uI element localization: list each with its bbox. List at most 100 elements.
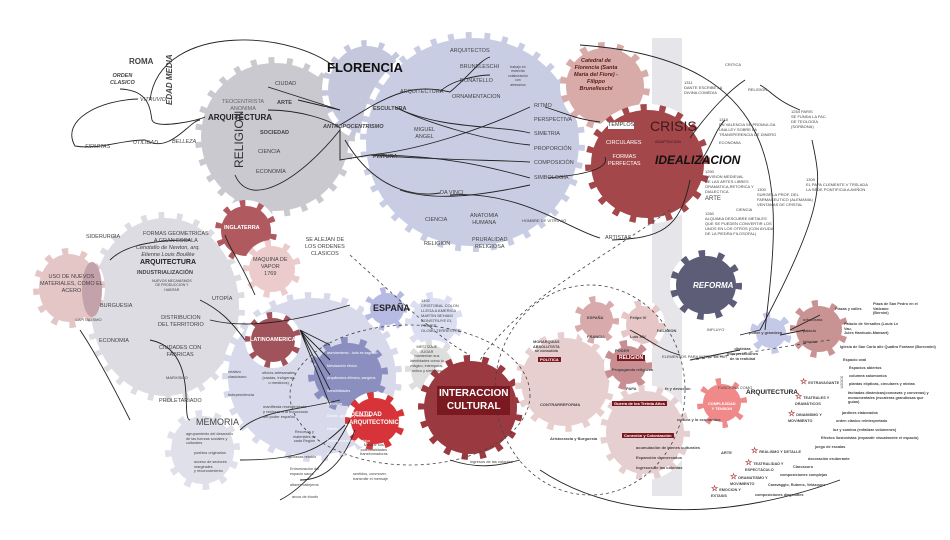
pueblos-label: pueblos originarios	[194, 451, 226, 455]
lat-item: Pintura mural o en retablos	[327, 439, 371, 444]
lat-item: Arquitectura efímera, sangrina	[327, 376, 376, 381]
feature-item: composiciones complejas	[780, 473, 828, 477]
lat-item: asentamiento - todo es sagrado	[327, 351, 378, 356]
guerra-tag: Guerra de los Treinta Años	[612, 401, 667, 406]
recursos-label: Recursos y materiales de cada Región	[293, 430, 316, 444]
economia-timeline-label: ECONOMIA	[719, 140, 741, 145]
edad-media-label: EDAD MEDIA	[165, 54, 174, 105]
star-label: TEATRALIDAD Y ESPECTÁCULO	[745, 462, 784, 472]
aristocracia-label: Aristocracia y Burguesía	[550, 436, 598, 441]
sentidos-label: sentidos, conmover, transmitir el mensaj…	[353, 472, 389, 481]
event-1254: 1254 PARIS SE FUNDA LA FAC. DE TEOLOGÍA …	[791, 109, 827, 129]
formas-geometricas-label: FORMAS GEOMETRICAS A GRAN ESCALA	[143, 231, 209, 244]
sociedad-label: SOCIEDAD	[260, 130, 290, 136]
lat-item: Escultura	[327, 401, 342, 406]
feature-item: Espacio oval	[843, 358, 867, 362]
arquitectura-barroco-label: ARQUITECTURA	[746, 389, 798, 396]
inglaterra-label: INGLATERRA	[224, 225, 260, 231]
guerra-circle	[600, 385, 690, 480]
entronizacion-label: Entronización del espacio sacro	[290, 467, 320, 476]
formas-perfectas-label: FORMAS PERFECTAS	[608, 154, 641, 167]
orden-clasico-label: ORDEN CLASICO	[110, 73, 135, 86]
crisis-label: CRISIS	[650, 118, 697, 134]
contrarreforma-label: CONTRARREFORMA	[540, 402, 581, 407]
event-1311: 1311 DANTE ESCRIBE LA DIVINA COMEDIA	[684, 80, 723, 95]
oficios-label: oficios artesanales (castas, indígenas o…	[262, 370, 296, 385]
capitalismo-label: CAPITALISMO	[75, 317, 102, 322]
star-label: DRAMATISMO Y MOVIMIENTO	[730, 476, 768, 486]
logos-label: LOGOS	[840, 375, 845, 389]
star-label: EXTRAVAGANTE	[808, 381, 840, 385]
event-1318: 1318 EN VALENCIA SE PROMULGA UNA LEY SOB…	[719, 117, 777, 137]
florencia-title: FLORENCIA	[327, 60, 403, 75]
lat-item: Sensibilidades	[327, 389, 351, 394]
maquina-label: MAQUINA DE VAPOR 1769	[253, 257, 288, 277]
lat-item: Diseño	[327, 426, 339, 431]
mostrar-label: Mostrar sus potencialidades transformado…	[360, 443, 388, 457]
ciudades-label: CIUDADES CON FABRICAS	[159, 345, 202, 358]
religion-timeline-label: RELIGION	[748, 87, 768, 92]
papa-label: PAPA	[626, 386, 637, 391]
ingresos-colonias-label: ingresos de las colonias	[470, 459, 513, 464]
religion-b-circle	[604, 340, 652, 390]
arcos-label: arcos de triunfo	[292, 495, 319, 499]
poder-circle	[750, 312, 792, 354]
economia-industrial-label: ECONOMIA	[99, 338, 129, 344]
star-item: ☆ TEATRALES Y DRAMÁTICOS	[795, 392, 829, 407]
feature-item: Claroscuro	[793, 465, 814, 469]
marxismo-label: MARXISMO	[166, 375, 188, 380]
espana-b-circle	[574, 296, 619, 344]
pluralidad-label: PRURALIDAD RELIGIOSA	[472, 237, 508, 250]
star-item: ☆ EMOCION Y EXTASIS	[711, 484, 741, 499]
event-1309: 1309 EL PAPA CLEMENTE V TRSLADA LA SEDE …	[806, 177, 868, 192]
star-item: ☆ DINAMISMO Y MOVIMIENTO	[788, 409, 822, 424]
ornamentacion-label: ORNAMENTACION	[452, 94, 501, 100]
star-icon: ☆	[795, 392, 803, 401]
perspectiva-label: PERSPECTIVA	[534, 117, 573, 123]
hombre-vitruvio-label: HOMBRE DE VITRUVIO	[522, 218, 567, 223]
fachadas-label: fachadas retablo	[288, 455, 317, 459]
independencia-label: independencia	[228, 392, 255, 397]
mestizaje-label: MESTIZAJE JUGAR mantenían sus identidade…	[410, 345, 444, 373]
memoria-desc: agrupamiento del desarrollo de las fuerz…	[186, 432, 234, 446]
espana-label: ESPAÑA	[373, 303, 410, 313]
anatomia-label: ANATOMIA HUMANA	[470, 213, 499, 226]
event-1250: 1250 DIVISION MEDIEVAL DE LAS ARTES LIBR…	[705, 169, 754, 194]
influyo-label: INFLUYO	[707, 327, 725, 332]
relativo-label: relativo clasicismo	[228, 369, 247, 379]
altares-label: altares callejeros	[290, 483, 319, 487]
economia-label: ECONOMÍA	[256, 169, 286, 175]
acceso-label: acceso de sectores marginales y reconoci…	[194, 460, 227, 474]
ingresos-label: ingresos de las colonias	[636, 465, 683, 470]
lat-items-list: asentamiento - todo es sagrado Mestizaci…	[327, 344, 378, 464]
identidad-label: IDENTIDAD ARQUITECTONICA	[349, 412, 404, 426]
lat-item: Mestización étnica	[327, 363, 357, 368]
star-icon: ☆	[745, 458, 753, 467]
complejidad-circle	[697, 378, 747, 428]
roma-label: ROMA	[129, 57, 154, 66]
latinoamerica-label: LATINOAMERICA	[250, 337, 296, 343]
felipe-label: Felipe IV	[630, 315, 647, 320]
circulares-label: CIRCULARES	[606, 140, 642, 146]
teocentrista-label: TEOCENTRISTA ANONIMA	[222, 99, 265, 112]
feature-item: orden clásico reinterpretado	[836, 419, 888, 423]
miguel-angel-label: MIGUEL ANGEL	[414, 127, 436, 140]
distribucion-label: DISTRIBUCION DEL TERRITORIO	[158, 315, 204, 328]
uso-materiales-label: USO DE NUEVOS MATERIALES, COMO EL ACERO	[40, 274, 103, 294]
arquitectura-industrial-label: ARQUITECTURA	[140, 259, 196, 266]
iglesias-label: iglesias	[803, 340, 817, 344]
fe-label: fe y devoción	[665, 386, 691, 391]
memoria-label: MEMORIA	[196, 417, 240, 427]
plaza-pedro-label: Plaza de San Pedro en el Vaticano (Berni…	[873, 302, 918, 316]
versalles-label: Palacio de Versalles (Louis Le Vau, Jule…	[844, 322, 899, 336]
expansion-label: Expansión de mercados	[636, 455, 683, 460]
lat-item: Cuadros de jeroglíficos	[327, 452, 364, 457]
luis-label: Luis XIV	[630, 334, 646, 339]
utopia-label: UTOPÍA	[212, 296, 233, 302]
carlo-label: Iglesia de San Carlo alle Quattro Fontan…	[840, 345, 936, 349]
star-icon: ☆	[711, 484, 719, 493]
religion-florencia-label: RELIGION	[424, 241, 451, 247]
crisis-circle	[585, 104, 710, 224]
politica-tag: POLITICA	[538, 357, 561, 362]
